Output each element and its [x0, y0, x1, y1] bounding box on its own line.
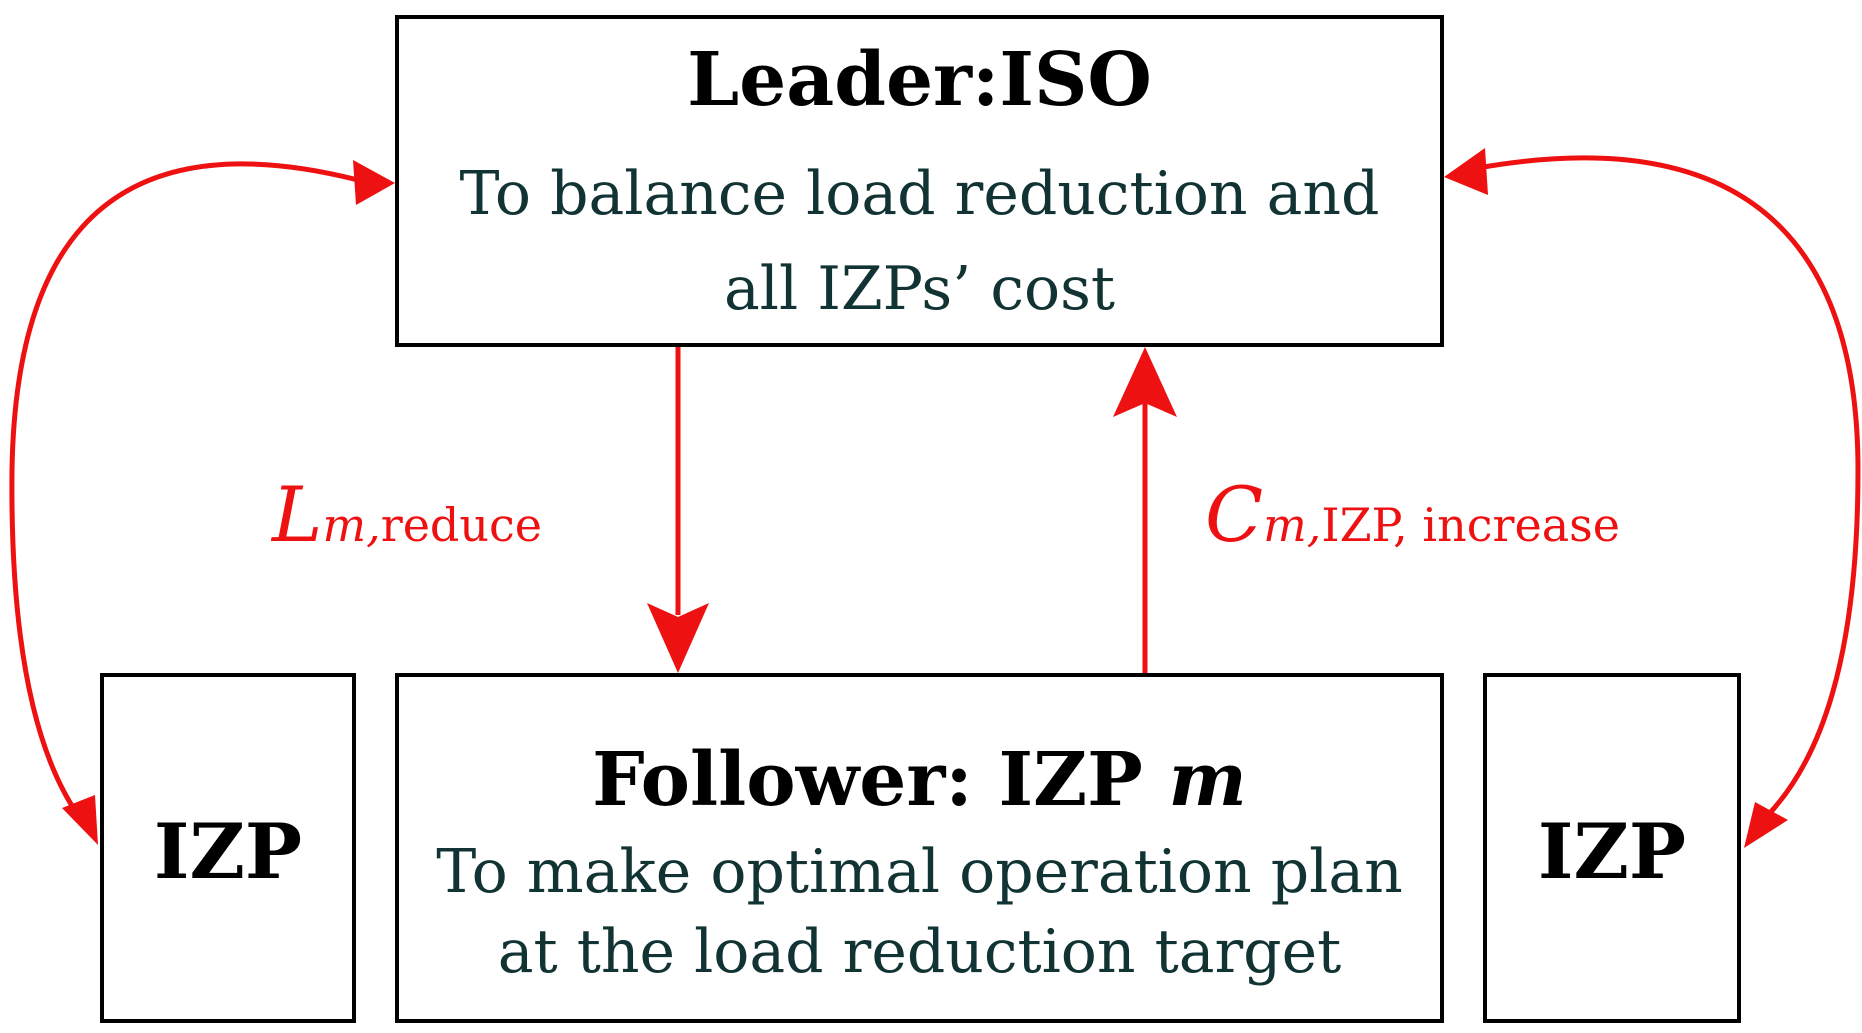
follower-title: Follower: IZP m — [399, 737, 1440, 823]
cost-subscript-text: IZP, increase — [1321, 498, 1620, 552]
follower-title-variable: m — [1168, 737, 1247, 823]
follower-izp-box: Follower: IZP m To make optimal operatio… — [395, 673, 1444, 1023]
left-curved-arrowhead-top — [353, 160, 395, 205]
izp-left-label: IZP — [153, 807, 303, 896]
load-reduce-label: Lm,reduce — [272, 470, 542, 559]
reduce-arrowhead — [647, 603, 709, 673]
increase-arrowhead — [1113, 347, 1177, 417]
load-subscript-var: m, — [322, 498, 381, 552]
follower-title-text: Follower: IZP — [592, 737, 1169, 823]
leader-desc-line-1: To balance load reduction and — [459, 159, 1380, 229]
right-curved-arrow-line — [1477, 155, 1861, 817]
load-subscript-text: reduce — [380, 498, 542, 552]
cost-increase-label: Cm,IZP, increase — [1205, 470, 1620, 559]
leader-title: Leader:ISO — [687, 37, 1152, 123]
izp-right-box: IZP — [1483, 673, 1741, 1023]
right-curved-arrowhead-bottom — [1744, 802, 1788, 848]
leader-desc-line-2: all IZPs’ cost — [724, 254, 1115, 324]
leader-iso-box: Leader:ISO To balance load reduction and… — [395, 15, 1444, 347]
load-subscript: m,reduce — [322, 498, 542, 552]
follower-desc-line-2: at the load reduction target — [497, 917, 1342, 987]
izp-left-box: IZP — [100, 673, 356, 1023]
cost-subscript: m,IZP, increase — [1263, 498, 1620, 552]
cost-subscript-var: m, — [1263, 498, 1322, 552]
izp-right-label: IZP — [1537, 807, 1687, 896]
follower-desc-line-1: To make optimal operation plan — [436, 837, 1403, 907]
load-symbol: L — [272, 470, 323, 559]
left-curved-arrowhead-bottom — [62, 795, 98, 845]
left-curved-arrow-line — [9, 161, 359, 817]
cost-symbol: C — [1205, 470, 1264, 559]
right-curved-arrowhead-top — [1444, 148, 1488, 195]
